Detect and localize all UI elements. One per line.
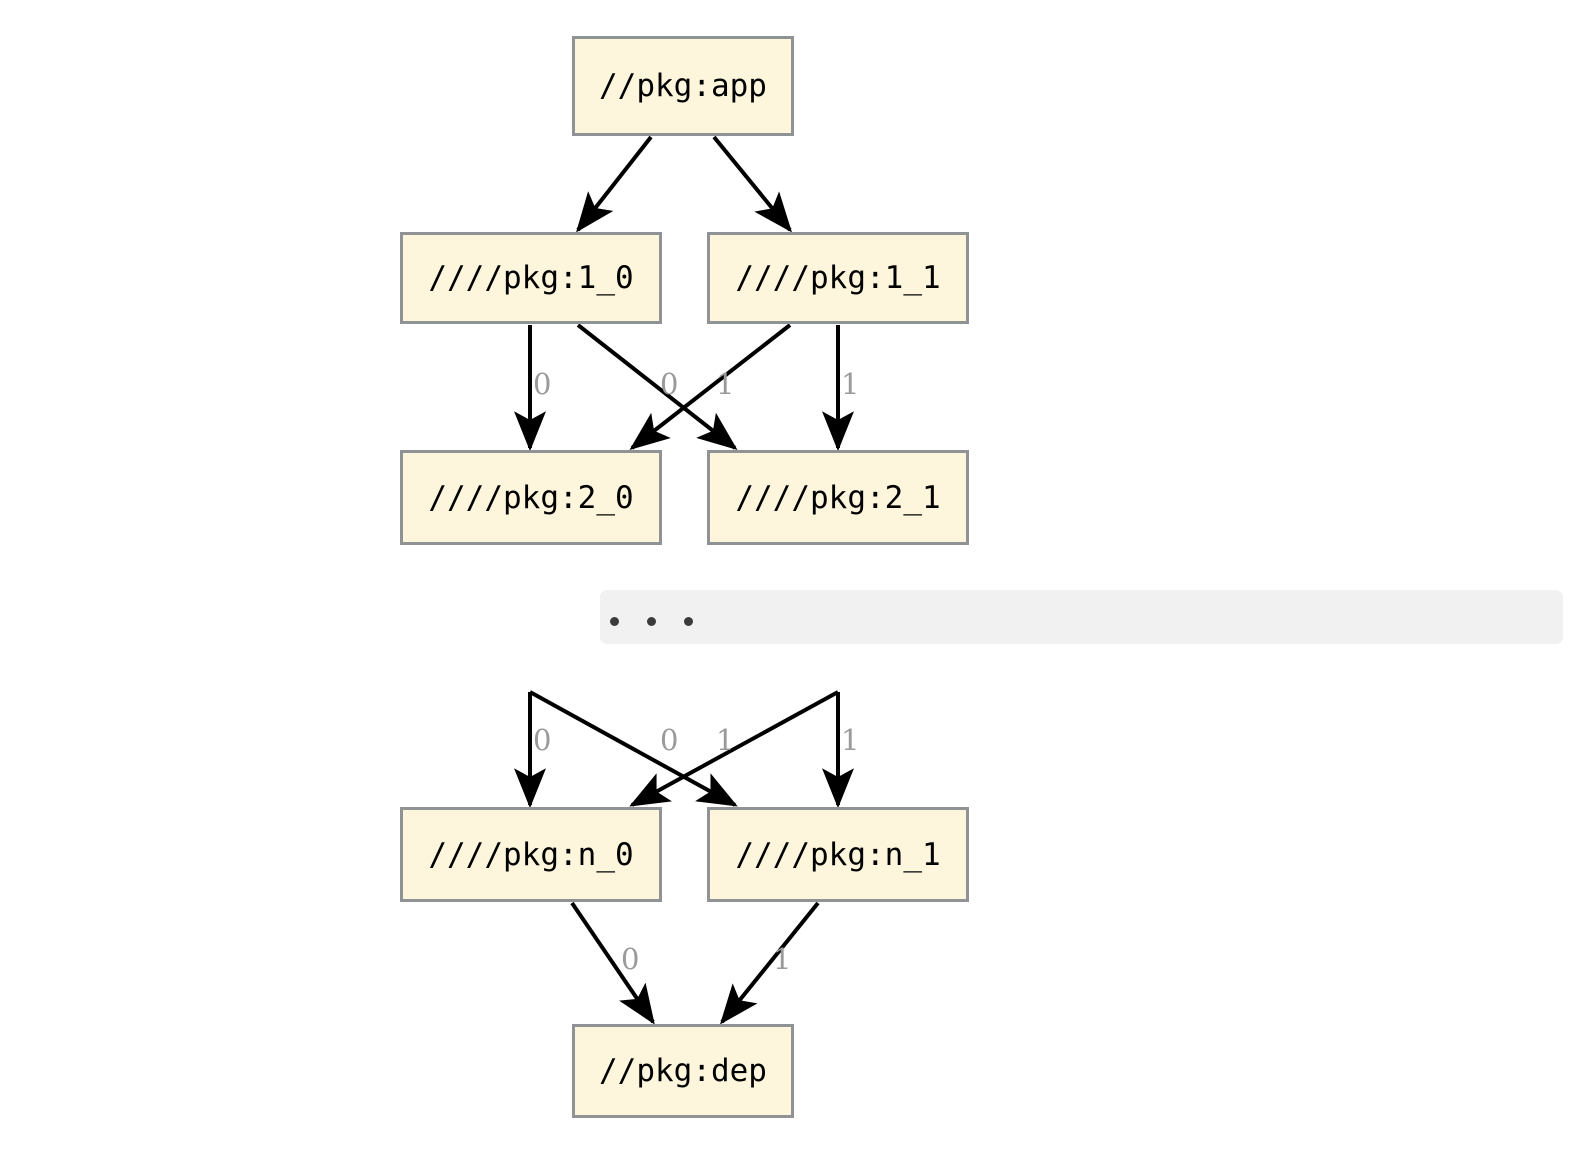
graph-edge [712, 135, 793, 233]
graph-edge [719, 901, 820, 1025]
edge-label: 1 [773, 942, 792, 976]
graph-node-n2_1[interactable]: ////pkg:2_1 [707, 450, 969, 545]
graph-edge [576, 323, 738, 450]
graph-node-app[interactable]: //pkg:app [572, 36, 794, 136]
ellipsis-dot [684, 617, 693, 626]
graph-node-n2_0[interactable]: ////pkg:2_0 [400, 450, 662, 545]
edge-label: 0 [533, 723, 552, 757]
graph-edge [529, 690, 738, 807]
edge-label: 1 [716, 367, 735, 401]
graph-edge [570, 901, 655, 1025]
ellipsis-dot [647, 617, 656, 626]
ellipsis-dot [610, 617, 619, 626]
graph-node-n1_0[interactable]: ////pkg:1_0 [400, 232, 662, 324]
edge-label: 1 [841, 367, 860, 401]
edge-label: 1 [841, 723, 860, 757]
graph-node-dep[interactable]: //pkg:dep [572, 1024, 794, 1118]
graph-edge [629, 323, 792, 450]
ellipsis-dots-icon [610, 617, 693, 626]
edge-label: 1 [716, 723, 735, 757]
graph-node-nn_1[interactable]: ////pkg:n_1 [707, 807, 969, 902]
graph-edge [629, 690, 839, 807]
graph-edge [576, 135, 653, 233]
edge-label: 0 [660, 367, 679, 401]
edge-label: 0 [660, 723, 679, 757]
edge-label: 0 [533, 367, 552, 401]
graph-node-n1_1[interactable]: ////pkg:1_1 [707, 232, 969, 324]
graph-node-nn_0[interactable]: ////pkg:n_0 [400, 807, 662, 902]
edge-label: 0 [621, 942, 640, 976]
ellipsis-band [600, 590, 1563, 644]
